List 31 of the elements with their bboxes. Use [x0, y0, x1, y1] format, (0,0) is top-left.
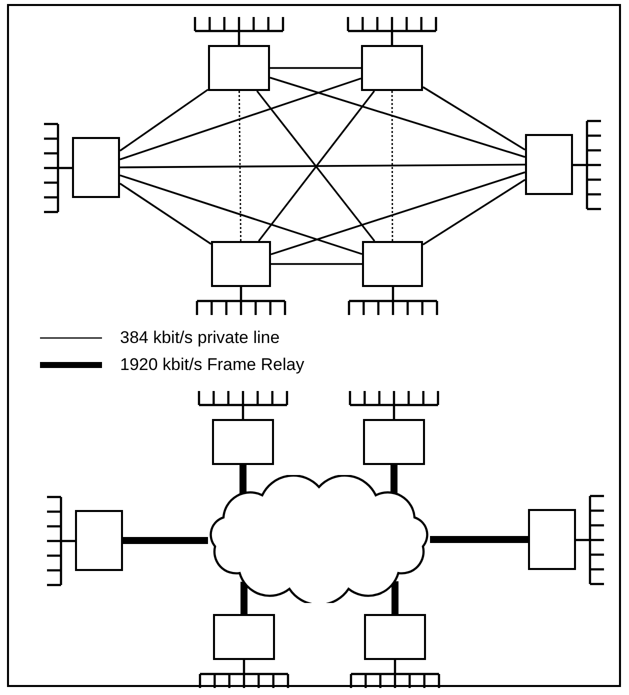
private-line-link — [270, 76, 526, 158]
node-box — [213, 614, 275, 660]
private-line-link — [391, 91, 394, 241]
frame-relay-link — [123, 537, 208, 544]
node-box — [525, 134, 573, 195]
private-line-link — [120, 174, 362, 255]
node-box — [362, 241, 423, 287]
legend-text: 384 kbit/s private line — [120, 328, 280, 348]
private-line-link — [238, 91, 242, 241]
private-line-link — [120, 78, 362, 160]
node-box — [361, 45, 423, 91]
node-box — [212, 419, 274, 465]
private-line-link — [270, 67, 361, 69]
private-line-link — [120, 164, 525, 168]
frame-relay-link — [240, 582, 248, 614]
private-line-link — [119, 88, 209, 152]
private-line-link — [422, 86, 526, 151]
legend-text: 1920 kbit/s Frame Relay — [120, 355, 304, 375]
node-box — [528, 509, 576, 570]
frame-relay-link — [392, 581, 398, 614]
private-line-link — [271, 263, 362, 265]
private-line-link — [422, 179, 526, 246]
private-line-link — [270, 171, 526, 256]
private-line-link — [120, 182, 212, 245]
node-box — [211, 241, 271, 287]
node-box — [208, 45, 270, 91]
frame-relay-link — [430, 536, 528, 543]
node-box — [364, 614, 426, 660]
node-box — [75, 510, 123, 571]
node-box — [363, 419, 425, 465]
node-box — [72, 137, 120, 198]
